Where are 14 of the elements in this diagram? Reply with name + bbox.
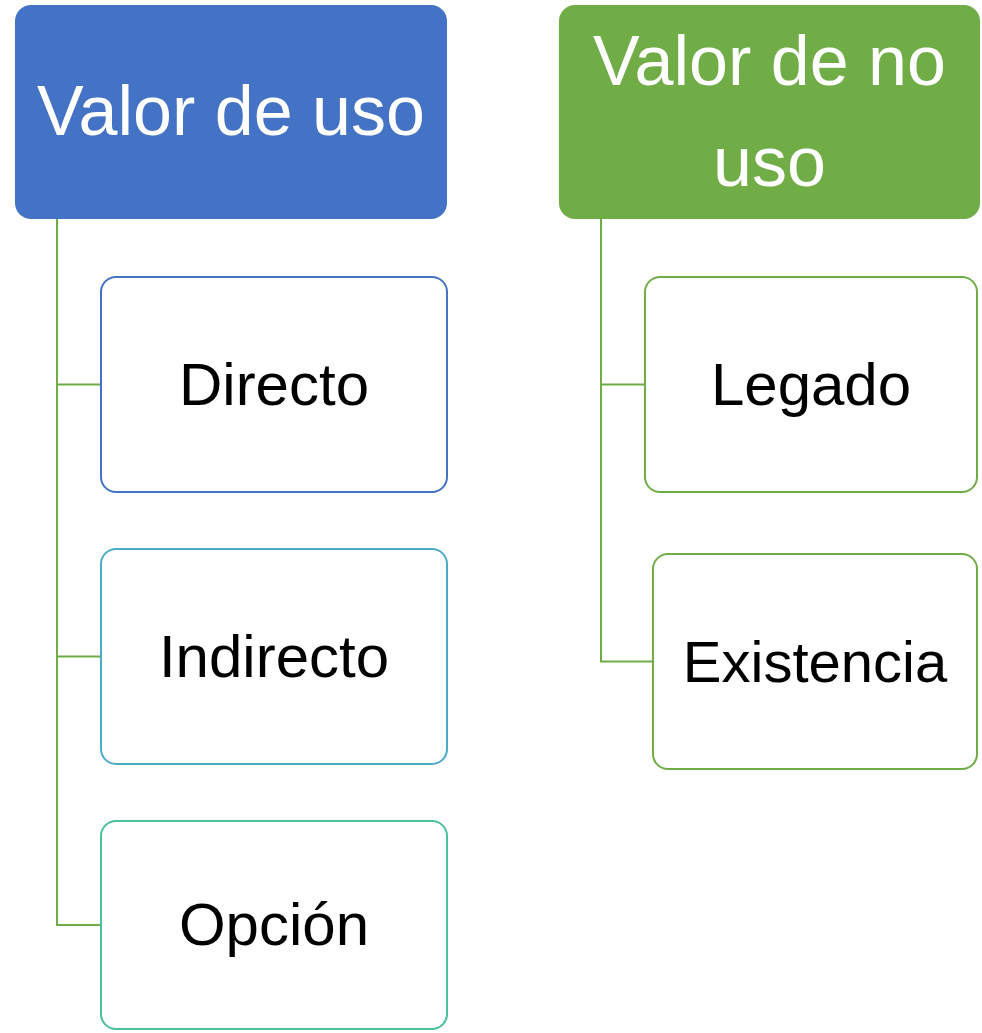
category-item-box (652, 553, 978, 770)
category-item-box (100, 548, 448, 765)
category-item-box (100, 820, 448, 1030)
header-text: Valor de uso (37, 71, 425, 153)
category-item-box (644, 276, 978, 493)
item-text: Indirecto (158, 621, 390, 692)
item-text: Existencia (682, 627, 948, 696)
category-header-box (559, 5, 980, 219)
header-text: Valor de no uso (592, 20, 947, 203)
item-text: Legado (710, 349, 912, 420)
category-header-box (15, 5, 447, 219)
item-text: Opción (178, 890, 370, 960)
item-text: Directo (178, 349, 370, 420)
category-item-box (100, 276, 448, 493)
